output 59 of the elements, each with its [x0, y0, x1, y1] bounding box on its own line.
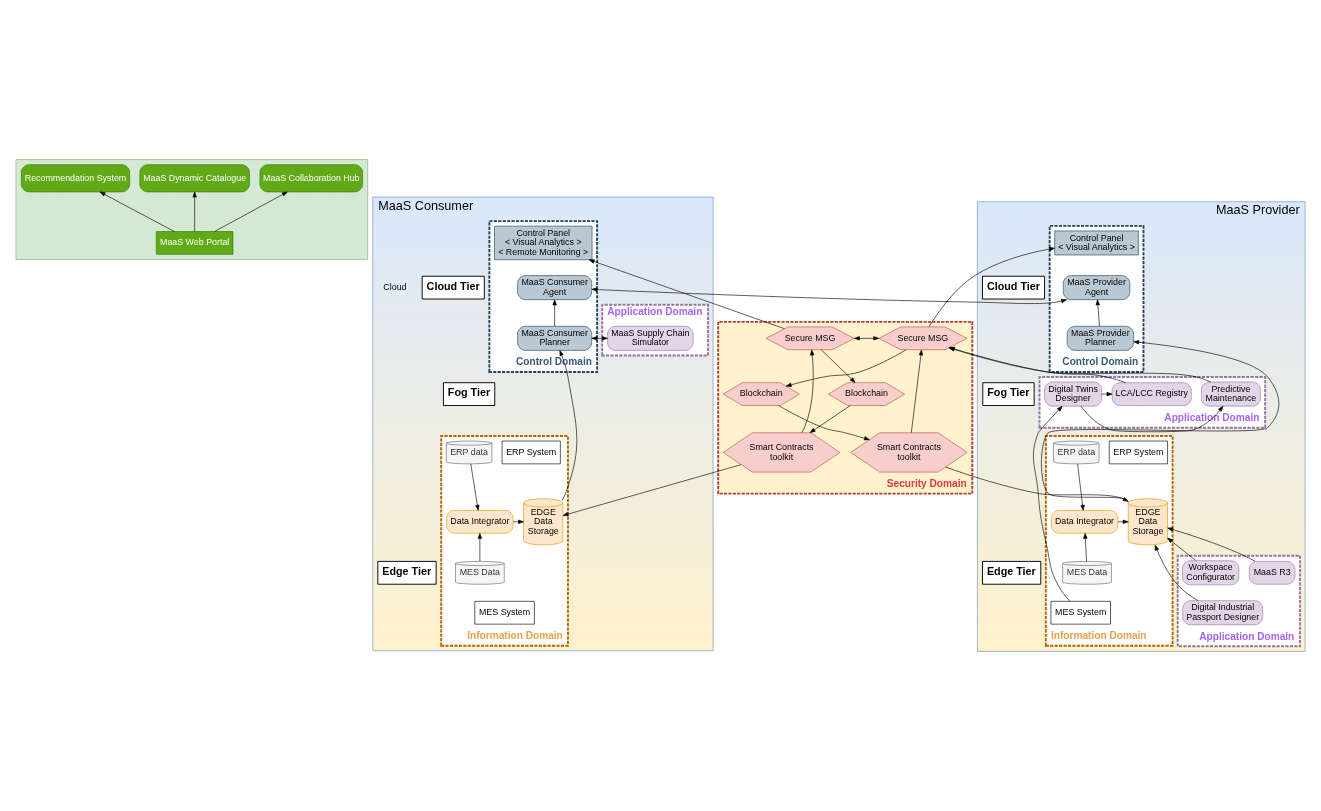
node-box: ERP System [1108, 440, 1168, 465]
node-box: MES System [474, 601, 535, 625]
node-box: MES System [1050, 601, 1111, 625]
arrow [512, 519, 524, 524]
arrow [928, 246, 1055, 328]
arrow [1083, 533, 1088, 562]
arrow [778, 405, 870, 441]
node-box: Cloud Tier [982, 275, 1046, 300]
node-box: Control Panel < Visual Analytics > [1054, 230, 1139, 256]
arrow [854, 336, 880, 341]
node-box: Fog Tier [442, 382, 496, 406]
arrow [591, 336, 608, 341]
node-box: MaaS Provider Agent [1062, 275, 1131, 300]
node-box: Control Panel < Visual Analytics > < Remote Monitoring > [494, 225, 593, 261]
arrow [785, 349, 907, 387]
node-box: MaaS Collaboration Hub [259, 164, 363, 193]
arrow [1167, 537, 1197, 561]
arrow [214, 191, 288, 232]
node-box: MaaS R3 [1249, 561, 1296, 585]
node-box: MaaS Consumer Agent [517, 275, 593, 300]
arrow [1167, 527, 1256, 562]
arrow [477, 533, 482, 562]
node-box: MaaS Provider Planner [1066, 326, 1134, 351]
cluster [15, 159, 368, 260]
arrow [801, 349, 815, 433]
arrow [809, 405, 851, 433]
arrow [1033, 405, 1071, 602]
arrow [911, 349, 923, 433]
node-box: Workspace Configurator [1182, 560, 1240, 586]
node-box: Digital Industrial Passport Designer [1182, 600, 1263, 626]
arrow [552, 299, 557, 327]
node-box: Edge Tier [982, 560, 1042, 585]
node-box: Digital Twins Designer [1044, 381, 1102, 407]
node-box: MaaS Dynamic Catalogue [139, 164, 250, 193]
node-box: MaaS Supply Chain Simulator [607, 326, 694, 351]
arrow [99, 191, 175, 232]
arrow [1077, 463, 1085, 511]
label: Cloud [383, 281, 407, 292]
node-box: Data Integrator [446, 510, 514, 534]
arrow [559, 350, 578, 501]
arrow [470, 463, 480, 511]
node-box: Data Integrator [1050, 510, 1119, 534]
arrow [1080, 406, 1224, 433]
node-box: Recommendation System [21, 164, 130, 193]
arrow [562, 464, 742, 517]
node-box: Fog Tier [982, 382, 1035, 406]
node-box: Edge Tier [377, 560, 437, 585]
arrow [820, 349, 856, 383]
node-box: ERP System [501, 440, 561, 465]
node-box: MaaS Consumer Planner [517, 326, 593, 351]
arrow [1117, 519, 1129, 524]
node-box: Predictive Maintenance [1201, 381, 1261, 407]
arrow [1095, 299, 1100, 327]
arrow [591, 287, 1067, 304]
arrow [1101, 392, 1113, 397]
arrow [192, 191, 197, 232]
node-box: MaaS Web Portal [156, 231, 234, 255]
node-box: Cloud Tier [421, 275, 485, 300]
node-box: LCA/LCC Registry [1111, 382, 1192, 406]
